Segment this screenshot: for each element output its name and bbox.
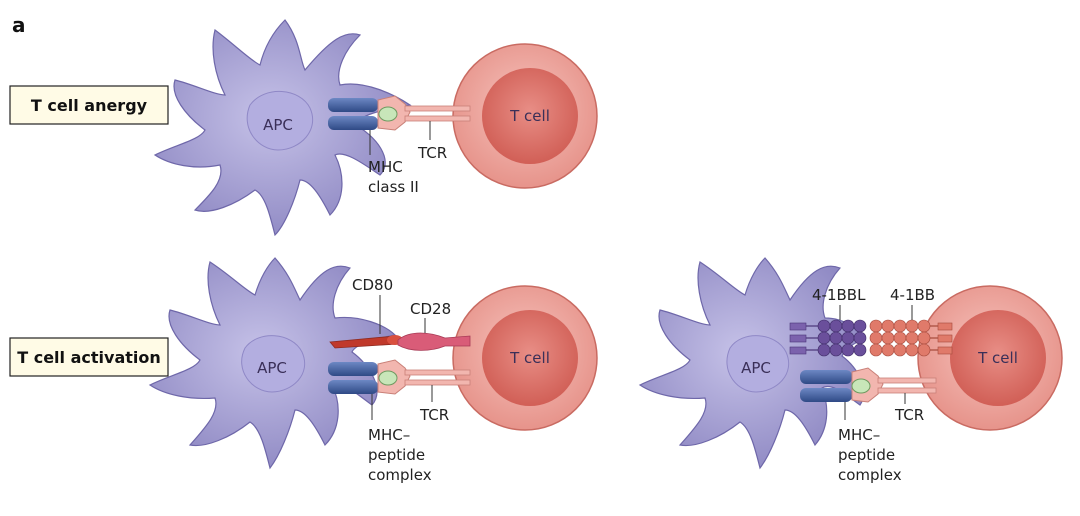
apc-cell: APC [638, 257, 865, 470]
apc-cell: APC [153, 19, 412, 237]
mhc-label-line2: class II [368, 178, 419, 196]
apc-label: APC [263, 116, 293, 134]
apc-label: APC [741, 359, 771, 377]
t-cell: T cell [452, 43, 598, 189]
activation-row: T cell activation APC T cell CD80 CD28 [9, 257, 598, 484]
tcr [377, 359, 471, 402]
t-cell: T cell [452, 285, 598, 431]
mhc-peptide-complex [328, 362, 378, 420]
t-cell-label: T cell [509, 107, 550, 125]
mhc-label-line1: MHC– [368, 426, 410, 444]
tcr-label: TCR [417, 144, 447, 162]
4-1bb-trimer [869, 305, 953, 357]
cd28 [397, 318, 471, 351]
anergy-row: T cell anergy APC T cell MHC [9, 19, 598, 237]
row-title: T cell activation [17, 348, 161, 367]
apc-label: APC [257, 359, 287, 377]
title-box: T cell activation [9, 337, 169, 377]
mhc-class-ii [328, 98, 378, 155]
cd80-label: CD80 [352, 276, 393, 294]
4-1bbl-trimer [789, 305, 867, 357]
tcr [377, 95, 471, 140]
cd80 [329, 295, 403, 349]
tcr [851, 367, 937, 404]
t-cell: T cell [917, 285, 1063, 431]
mhc-label-line1: MHC [368, 158, 403, 176]
tcr-label: TCR [894, 406, 924, 424]
t-cell-label: T cell [977, 349, 1018, 367]
mhc-peptide-complex [800, 370, 852, 420]
row-title: T cell anergy [31, 96, 148, 115]
tcr-label: TCR [419, 406, 449, 424]
mhc-label-line1: MHC– [838, 426, 880, 444]
mhc-label-line2: peptide [838, 446, 895, 464]
4-1bb-row: APC T cell [638, 257, 1063, 484]
mhc-label-line3: complex [838, 466, 902, 484]
4-1bbl-label: 4-1BBL [812, 286, 866, 304]
mhc-label-line3: complex [368, 466, 432, 484]
cd28-label: CD28 [410, 300, 451, 318]
panel-letter: a [12, 13, 26, 37]
4-1bb-label: 4-1BB [890, 286, 935, 304]
t-cell-label: T cell [509, 349, 550, 367]
apc-cell: APC [148, 257, 397, 470]
title-box: T cell anergy [9, 85, 169, 125]
mhc-label-line2: peptide [368, 446, 425, 464]
